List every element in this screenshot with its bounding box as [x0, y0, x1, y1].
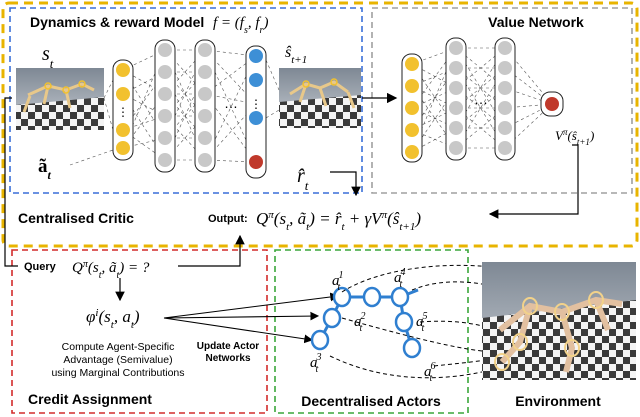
- val-hidden-ellipsis: …: [474, 91, 488, 107]
- centralised-critic-title: Centralised Critic: [18, 210, 134, 226]
- update-arrow-1: [163, 292, 340, 319]
- dyn-hidden-ellipsis: …: [224, 95, 238, 111]
- dynamics-title: Dynamics & reward Model: [30, 14, 204, 30]
- dyn-input-node: [116, 123, 130, 137]
- val-hidden-2-node: [498, 41, 512, 55]
- val-input-node: [405, 79, 419, 93]
- dyn-output-ellipsis: ⋮: [250, 97, 262, 111]
- dyn-hidden-2-node: [198, 153, 212, 167]
- val-input-node: [405, 57, 419, 71]
- decentralised-actors-box: [274, 249, 469, 414]
- value-output-label: Vπ(ŝt+1): [555, 127, 594, 147]
- output-label: Output:: [208, 213, 248, 225]
- dyn-hidden-1-node: [158, 43, 172, 57]
- credit-description-line-3: using Marginal Contributions: [51, 367, 184, 379]
- reward-label: r̂t: [297, 165, 309, 193]
- dyn-input-node: [116, 87, 130, 101]
- update-arrow-2: [163, 311, 320, 321]
- actor-joint-2: [362, 286, 382, 308]
- actor-joint-6: [394, 311, 414, 333]
- update-arrow-3: [163, 317, 314, 344]
- shapley-formula: φi(st, at): [86, 307, 140, 331]
- output-formula: Qπ(st, ãt) = r̂t + γVπ(ŝt+1): [256, 209, 421, 233]
- credit-description-line-2: Advantage (Semivalue): [63, 354, 172, 366]
- actor-joint-1: [332, 286, 352, 308]
- state-label: st: [42, 43, 54, 71]
- state-to-query-arrow: [4, 97, 18, 267]
- dyn-input-node: [116, 141, 130, 155]
- credit-assignment-box: [11, 249, 268, 414]
- update-actor-label-line-2: Networks: [205, 353, 250, 364]
- dyn-input-layer: [112, 59, 134, 161]
- state-robot-image: [16, 68, 104, 130]
- dyn-output-node: [249, 111, 263, 125]
- dyn-hidden-1-node: [158, 87, 172, 101]
- val-input-node: [405, 145, 419, 159]
- query-formula: Qπ(st, ãt) = ?: [72, 259, 150, 281]
- dyn-hidden-2-node: [198, 43, 212, 57]
- dyn-hidden-1-node: [158, 153, 172, 167]
- actor-graph: [310, 286, 422, 359]
- next-state-label: ŝt+1: [285, 44, 307, 66]
- dyn-hidden-1-layer: [154, 39, 176, 173]
- actor-joint-3: [390, 286, 410, 308]
- next-state-robot-image: [279, 68, 361, 128]
- val-hidden-1-node: [449, 41, 463, 55]
- val-hidden-1-node: [449, 121, 463, 135]
- dynamics-model-box: [9, 7, 363, 194]
- environment-title: Environment: [515, 393, 601, 409]
- val-input-node: [405, 101, 419, 115]
- dyn-output-node: [249, 49, 263, 63]
- reward-to-output-arrow: [330, 171, 361, 197]
- credit-description-line-1: Compute Agent-Specific: [62, 341, 175, 353]
- dyn-hidden-2-node: [198, 87, 212, 101]
- dyn-input-ellipsis: ⋮: [117, 105, 129, 119]
- value-network-title: Value Network: [488, 14, 584, 30]
- val-hidden-2-node: [498, 141, 512, 155]
- value-network-box: [371, 7, 633, 194]
- val-hidden-1-node: [449, 141, 463, 155]
- dyn-hidden-2-node: [198, 109, 212, 123]
- dyn-hidden-2-node: [198, 131, 212, 145]
- update-actor-label-line-1: Update Actor: [197, 341, 260, 352]
- val-hidden-1-node: [449, 81, 463, 95]
- environment-image: [482, 262, 636, 380]
- dyn-hidden-1-node: [158, 131, 172, 145]
- val-hidden-2-node: [498, 81, 512, 95]
- query-to-output-arrow: [178, 234, 245, 267]
- val-hidden-2-node: [498, 61, 512, 75]
- credit-assignment-title: Credit Assignment: [28, 391, 152, 407]
- dyn-hidden-2-node: [198, 65, 212, 79]
- dyn-output-node: [249, 155, 263, 169]
- decentralised-actors-title: Decentralised Actors: [301, 393, 441, 409]
- val-hidden-2-node: [498, 121, 512, 135]
- val-hidden-1-node: [449, 61, 463, 75]
- dyn-output-node: [249, 73, 263, 87]
- val-input-node: [405, 123, 419, 137]
- dyn-hidden-1-node: [158, 109, 172, 123]
- val-hidden-1-node: [449, 101, 463, 115]
- val-output-node: [545, 97, 559, 111]
- actor-joint-7: [402, 337, 422, 359]
- action-label: ãt: [38, 156, 52, 182]
- dyn-hidden-2-layer: [194, 39, 216, 173]
- query-label: Query: [24, 261, 57, 273]
- dyn-hidden-1-node: [158, 65, 172, 79]
- actor-joint-5: [310, 329, 330, 351]
- value-to-output-arrow: [488, 144, 579, 219]
- model-formula: f = (fs, fr): [213, 15, 268, 36]
- dyn-input-node: [116, 63, 130, 77]
- val-hidden-2-node: [498, 101, 512, 115]
- actor-joint-4: [322, 307, 342, 329]
